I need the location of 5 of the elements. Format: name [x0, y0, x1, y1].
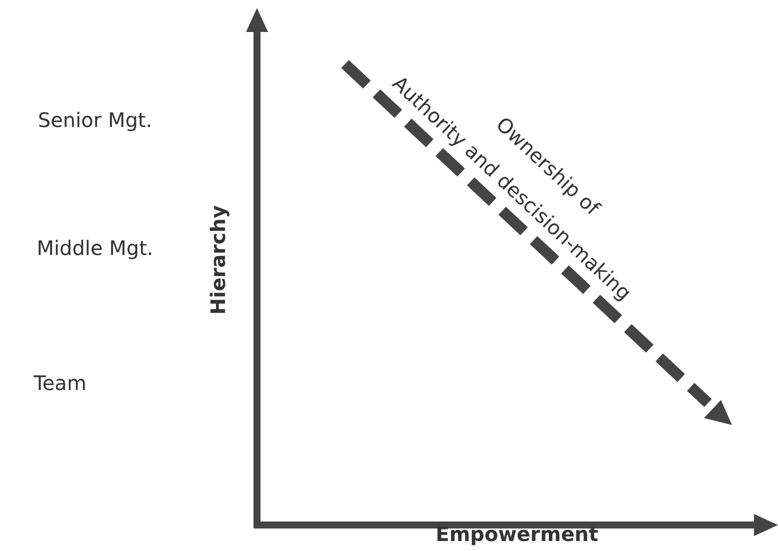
axis-title: Hierarchy — [207, 205, 229, 315]
axis-title: Empowerment — [436, 523, 598, 545]
axis-level-label: Senior Mgt. — [38, 109, 152, 131]
axis-level-label: Team — [34, 372, 86, 394]
axis-level-label: Middle Mgt. — [36, 237, 154, 259]
